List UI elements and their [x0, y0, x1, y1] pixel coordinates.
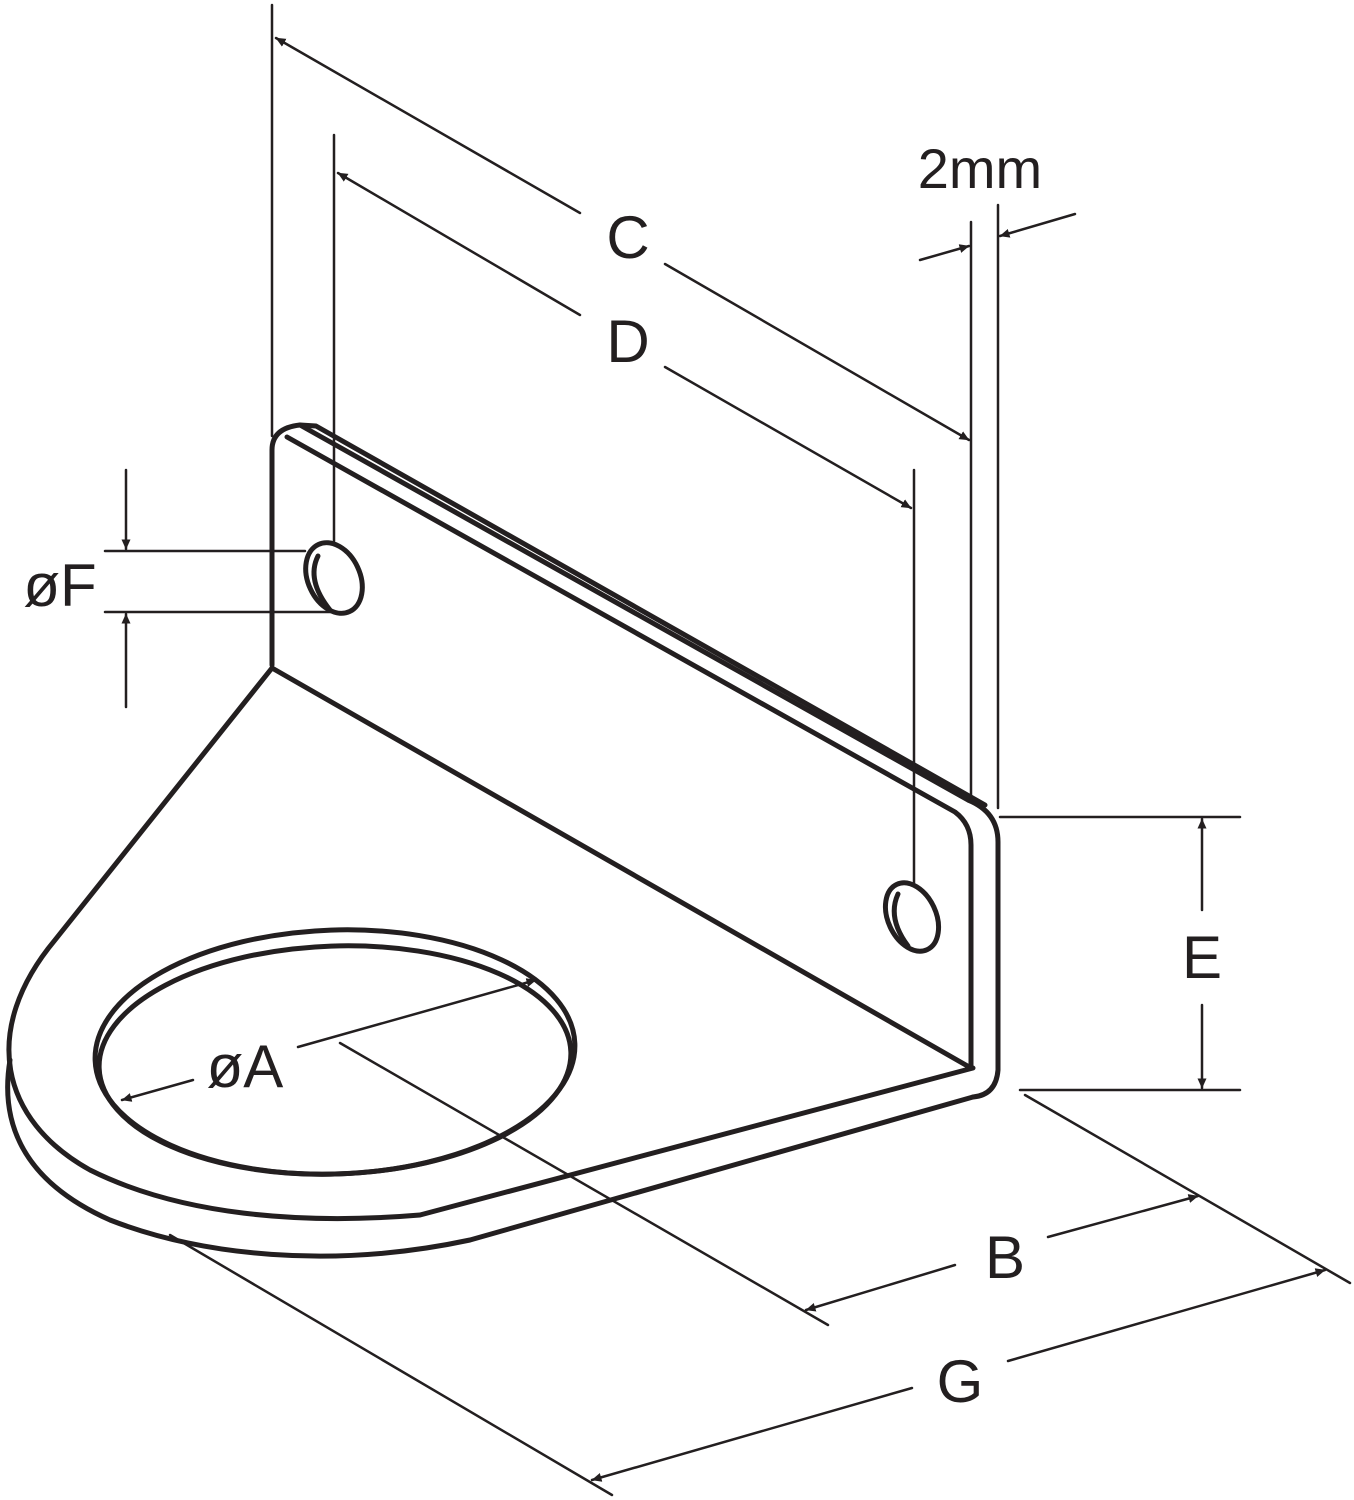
label-d: D	[606, 308, 649, 375]
dimension-e: E	[1182, 817, 1222, 1090]
small-hole-right	[882, 880, 942, 954]
dimension-c: C	[274, 36, 971, 442]
label-g: G	[937, 1348, 984, 1415]
dimension-thickness: 2mm	[918, 137, 1077, 262]
label-thickness: 2mm	[918, 137, 1042, 200]
label-a: øA	[207, 1033, 284, 1100]
dimension-f: øF	[23, 468, 131, 709]
dimension-b: B	[804, 1194, 1200, 1312]
dimension-a: øA	[120, 978, 538, 1102]
dimension-d: D	[336, 171, 913, 510]
upright-flange	[269, 422, 1001, 1100]
extension-lines	[103, 3, 1352, 1497]
base-plate	[5, 665, 976, 1259]
label-e: E	[1182, 924, 1222, 991]
label-f: øF	[23, 552, 96, 619]
label-b: B	[985, 1224, 1025, 1291]
dimension-g: G	[590, 1268, 1327, 1482]
large-hole	[92, 927, 578, 1177]
label-c: C	[606, 204, 649, 271]
small-hole-left	[303, 540, 365, 616]
